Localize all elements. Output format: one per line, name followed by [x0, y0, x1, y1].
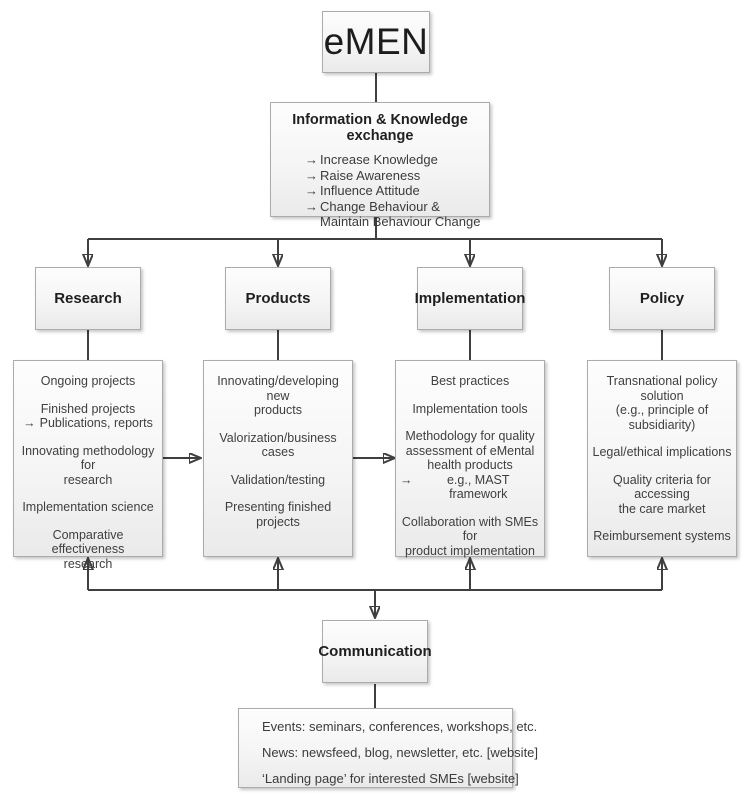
- communication-detail-box: Events: seminars, conferences, workshops…: [238, 708, 539, 788]
- detail-item: Validation/testing: [230, 472, 326, 487]
- detail-item: Presenting finished projects: [224, 500, 332, 529]
- right-arrow-icon: →: [305, 183, 318, 198]
- right-arrow-icon: →: [305, 198, 318, 214]
- exchange-item: → Influence Attitude: [305, 183, 489, 199]
- pillar-box-policy: Policy: [609, 267, 715, 330]
- detail-subitem: → Publications, reports: [18, 416, 158, 431]
- detail-item: Innovating methodology for research: [21, 443, 155, 487]
- detail-item: Collaboration with SMEs for product impl…: [401, 514, 539, 558]
- communication-label: Communication: [318, 643, 432, 660]
- exchange-title: Information & Knowledge exchange: [292, 112, 468, 144]
- right-arrow-icon: →: [305, 152, 318, 167]
- pillar-box-products: Products: [225, 267, 331, 330]
- emen-title: eMEN: [323, 21, 429, 62]
- detail-box-research: Ongoing projects Finished projects → Pub…: [13, 360, 163, 571]
- right-arrow-icon: →: [23, 416, 36, 430]
- communication-box: Communication: [318, 620, 432, 683]
- pillar-box-implementation: Implementation: [414, 267, 526, 330]
- emen-box: eMEN: [322, 11, 430, 73]
- exchange-item-list: → Increase Knowledge → Raise Awareness →…: [271, 152, 489, 230]
- pillar-label-research: Research: [54, 290, 122, 307]
- exchange-item: → Change Behaviour & Maintain Behaviour …: [305, 199, 489, 230]
- exchange-item: → Raise Awareness: [305, 168, 489, 184]
- detail-item: Methodology for quality assessment of eM…: [400, 429, 540, 502]
- detail-item: Implementation tools: [412, 401, 528, 416]
- detail-item: Finished projects → Publications, report…: [18, 402, 158, 431]
- detail-subitem: → e.g., MAST framework: [400, 473, 540, 502]
- pillar-box-research: Research: [35, 267, 141, 330]
- detail-item: Transnational policy solution (e.g., pri…: [606, 374, 718, 432]
- exchange-box: Information & Knowledge exchange → Incre…: [270, 102, 490, 229]
- detail-subitem-label: Publications, reports: [39, 416, 153, 430]
- communication-item: News: newsfeed, blog, newsletter, etc. […: [262, 745, 539, 760]
- detail-box-implementation: Best practices Implementation tools Meth…: [395, 360, 545, 558]
- communication-item: Events: seminars, conferences, workshops…: [262, 719, 538, 734]
- detail-item: Legal/ethical implications: [592, 445, 732, 459]
- detail-item: Comparative effectiveness research: [51, 527, 125, 571]
- detail-item: Innovating/developing new products: [217, 374, 339, 417]
- detail-item: Ongoing projects: [40, 374, 136, 388]
- exchange-item-label: Influence Attitude: [320, 183, 420, 198]
- detail-item: Quality criteria for accessing the care …: [613, 472, 711, 516]
- pillar-label-implementation: Implementation: [414, 290, 526, 307]
- detail-item: Implementation science: [22, 500, 154, 514]
- exchange-item-label: Change Behaviour & Maintain Behaviour Ch…: [320, 198, 481, 230]
- detail-item: Reimbursement systems: [593, 529, 731, 543]
- exchange-item-label: Increase Knowledge: [320, 152, 438, 167]
- right-arrow-icon: →: [400, 472, 413, 487]
- exchange-item-label: Raise Awareness: [320, 167, 421, 183]
- pillar-label-policy: Policy: [639, 290, 685, 307]
- detail-box-policy: Transnational policy solution (e.g., pri…: [587, 360, 737, 557]
- detail-item: Best practices: [430, 374, 510, 388]
- detail-item: Valorization/business cases: [219, 430, 337, 460]
- right-arrow-icon: →: [305, 167, 318, 183]
- detail-box-products: Innovating/developing new products Valor…: [203, 360, 353, 557]
- communication-item: ‘Landing page’ for interested SMEs [webs…: [262, 771, 519, 786]
- exchange-item: → Increase Knowledge: [305, 152, 489, 168]
- detail-subitem-label: e.g., MAST framework: [446, 472, 510, 502]
- pillar-label-products: Products: [245, 290, 311, 307]
